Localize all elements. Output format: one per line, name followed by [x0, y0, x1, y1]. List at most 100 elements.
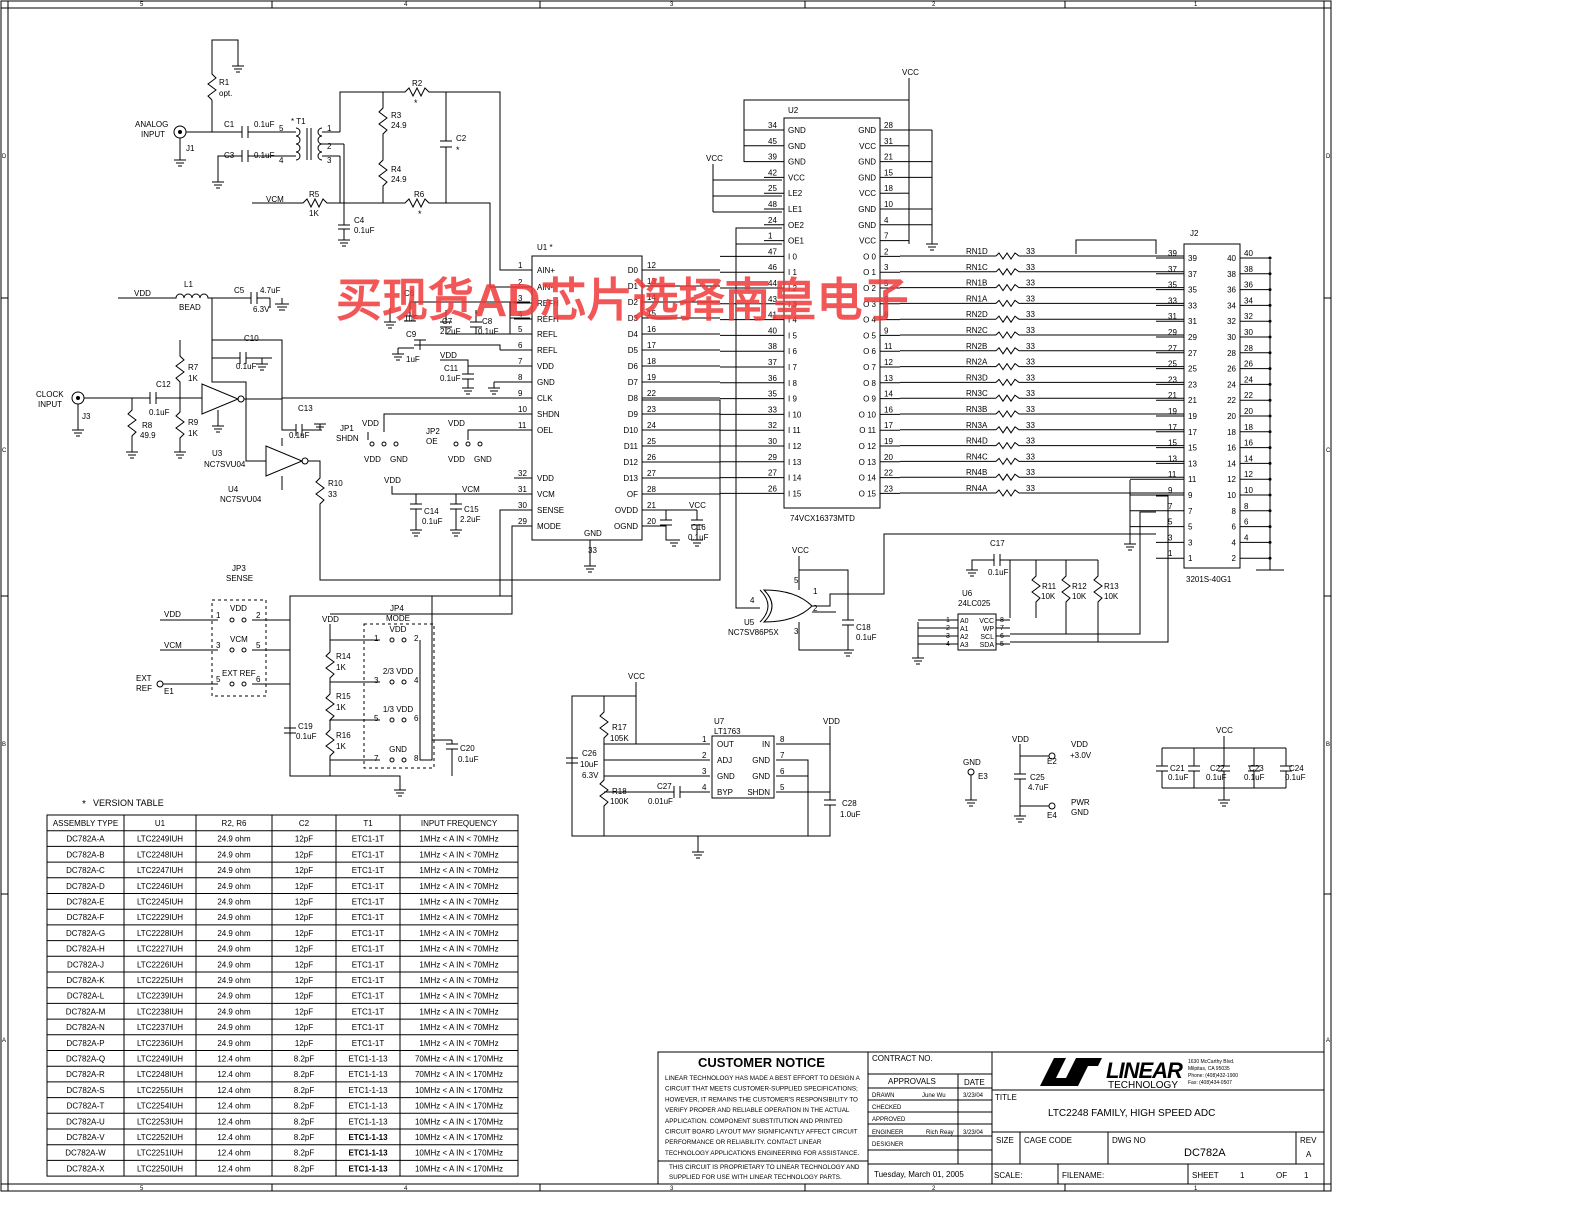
net-label: VDD: [1012, 735, 1029, 744]
pin-number: 25: [1188, 365, 1197, 374]
part-ref: C14: [424, 507, 439, 516]
pin-number: 25: [1168, 360, 1177, 369]
part-ref: U6: [962, 589, 973, 598]
part-ref: C4: [354, 216, 365, 225]
pin-name: A2: [960, 634, 969, 641]
pin-number: 2: [946, 625, 950, 632]
part-value: 0.1uF: [856, 633, 877, 642]
part-value: 33: [1026, 468, 1035, 477]
pin-name: I 1: [788, 268, 797, 277]
pin-number: 5: [374, 714, 379, 723]
resistor-icon: [995, 425, 1030, 434]
part-value: 10uF: [580, 760, 598, 769]
address-line: Milpitas, CA 95035: [1188, 1066, 1230, 1072]
table-cell: LTC2248IUH: [137, 1070, 183, 1079]
resistor-icon: [995, 410, 1030, 418]
jumpers-jp1-jp2: JP1 SHDN VDD VDD GND JP2 OE VDD VDD GND: [336, 413, 530, 464]
part-ref: E3: [978, 772, 988, 781]
notice-line: SUPPLIED FOR USE WITH LINEAR TECHNOLOGY …: [669, 1174, 842, 1181]
pin-number: 27: [1168, 344, 1177, 353]
table-cell: 12pF: [295, 992, 313, 1001]
resistor-icon: [995, 331, 1030, 339]
zone-col-label: 2: [932, 1186, 936, 1192]
table-cell: LTC2225IUH: [137, 976, 183, 985]
part-value: 1K: [188, 429, 198, 438]
part-ref: U4: [228, 485, 239, 494]
part-ref: C26: [582, 749, 597, 758]
resistor-icon: [995, 362, 1030, 371]
part-value: MODE: [386, 614, 410, 623]
power-filter-section: VDD L1 BEAD C5 4.7uF 6.3V: [118, 280, 289, 398]
part-value: 0.1uF: [1244, 773, 1265, 782]
pin-number: 36: [768, 374, 777, 383]
pin-name: WP: [983, 626, 995, 633]
pin-number: 9: [1168, 486, 1173, 495]
table-cell: DC782A-V: [66, 1133, 105, 1142]
part-ref: C9: [406, 330, 417, 339]
pin-number: 7: [518, 357, 523, 366]
pin-name: O 11: [859, 426, 876, 435]
pin-name: D2: [628, 298, 639, 307]
table-cell: 12pF: [295, 850, 313, 859]
part-ref: RN3C: [966, 389, 988, 398]
pin-number: 3: [1168, 533, 1173, 542]
part-value: 33: [1026, 389, 1035, 398]
table-cell: 24.9 ohm: [217, 882, 251, 891]
table-cell: LTC2238IUH: [137, 1007, 183, 1016]
zone-col-label: 3: [670, 1186, 674, 1192]
pin-name: D10: [623, 426, 638, 435]
label: CONTRACT NO.: [872, 1054, 933, 1063]
pin-number: 24: [1227, 380, 1236, 389]
pin-name: I 12: [788, 442, 802, 451]
pin-number: 26: [647, 453, 656, 462]
table-cell: DC782A-E: [66, 898, 104, 907]
part-value: 24.9: [391, 175, 407, 184]
table-cell: LTC2248IUH: [137, 850, 183, 859]
table-cell: LTC2249IUH: [137, 1055, 183, 1064]
jumper-pin-icon: [389, 679, 395, 685]
table-cell: 24.9 ohm: [217, 913, 251, 922]
print-date: Tuesday, March 01, 2005: [874, 1170, 964, 1179]
table-cell: 8.2pF: [294, 1164, 315, 1173]
jumper-pin-icon: [381, 441, 387, 447]
pin-name: D5: [628, 346, 639, 355]
table-cell: 12.4 ohm: [217, 1117, 251, 1126]
pin-name: O 12: [859, 442, 877, 451]
pin-number: 17: [1168, 423, 1177, 432]
value: 3/23/04: [963, 1130, 984, 1136]
part-value: 105K: [610, 734, 629, 743]
part-value: 33: [1026, 342, 1035, 351]
pin-number: 28: [647, 485, 656, 494]
pin-number: 23: [1168, 375, 1177, 384]
net-label: +3.0V: [1070, 751, 1092, 760]
pin-name: SDA: [980, 642, 995, 649]
notice-line: APPLICATION. COMPONENT SUBSTITUTION AND …: [665, 1118, 843, 1125]
pin-number: 17: [1188, 428, 1197, 437]
resistor-icon: [995, 394, 1030, 403]
company-name: LINEAR: [1106, 1058, 1183, 1083]
pin-number: 9: [1188, 491, 1193, 500]
pin-number: 46: [768, 263, 777, 272]
pin-number: 22: [884, 469, 893, 478]
pin-number: 1: [327, 124, 332, 133]
part-value: 33: [1026, 484, 1035, 493]
pin-number: 4: [750, 596, 755, 605]
pin-name: REFH: [537, 299, 559, 308]
pin-number: 1: [813, 587, 818, 596]
pin-number: 32: [768, 421, 777, 430]
pin-name: VDD: [537, 362, 554, 371]
part-ref: C24: [1289, 764, 1304, 773]
part-ref: C3: [224, 151, 235, 160]
pin-number: 24: [1244, 375, 1253, 384]
pin-name: AIN+: [537, 266, 555, 275]
part-ref: U5: [744, 618, 755, 627]
table-cell: DC782A-U: [66, 1117, 105, 1126]
notice-line: HOWEVER, IT REMAINS THE CUSTOMER'S RESPO…: [665, 1096, 858, 1103]
pin-number: 6: [414, 714, 419, 723]
pin-name: I 11: [788, 426, 801, 435]
part-value: 33: [328, 490, 337, 499]
table-cell: DC782A-C: [66, 866, 105, 875]
pin-number: 36: [1227, 286, 1236, 295]
net-label: VDD: [390, 625, 407, 634]
pin-name: OVDD: [615, 506, 638, 515]
